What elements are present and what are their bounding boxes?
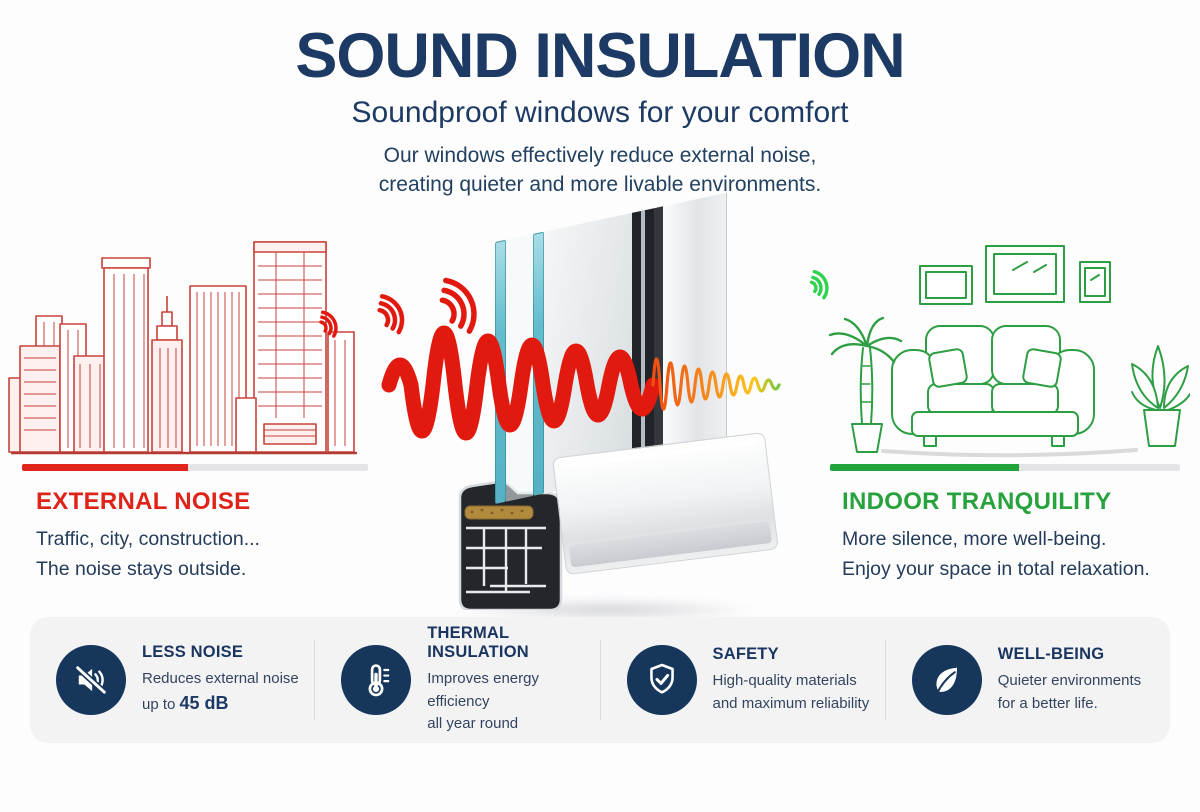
feature-title: LESS NOISE bbox=[142, 642, 244, 661]
feature-title: SAFETY bbox=[712, 645, 779, 663]
external-noise-bar bbox=[22, 464, 368, 471]
living-room-sketch bbox=[828, 245, 1190, 458]
green-sound-arcs-icon bbox=[809, 269, 829, 300]
features-panel: LESS NOISE Reduces external noise up to … bbox=[30, 617, 1170, 743]
sill-foot bbox=[568, 520, 772, 568]
header: SOUND INSULATION Soundproof windows for … bbox=[0, 0, 1200, 200]
external-noise-bar-fill bbox=[22, 464, 189, 471]
external-noise-heading: EXTERNAL NOISE bbox=[36, 488, 251, 515]
description-line-2: creating quieter and more livable enviro… bbox=[378, 172, 822, 196]
decibel-value: 45 dB bbox=[179, 693, 229, 714]
feature-line-1: Improves energy efficiency bbox=[427, 670, 539, 710]
page-subtitle: Soundproof windows for your comfort bbox=[351, 96, 849, 129]
sill-front-face bbox=[552, 431, 779, 576]
indoor-tranquility-bar bbox=[830, 464, 1180, 471]
frame-profile-cutaway bbox=[458, 480, 563, 610]
indoor-tranquility-line-1: More silence, more well-being. bbox=[842, 528, 1107, 550]
indoor-tranquility-heading: INDOOR TRANQUILITY bbox=[842, 488, 1112, 515]
feature-line-1: Quieter environments bbox=[997, 672, 1142, 689]
feature-thermal-insulation: THERMAL INSULATION Improves energy effic… bbox=[315, 617, 599, 743]
description-line-1: Our windows effectively reduce external … bbox=[383, 144, 817, 167]
feature-line-2: all year round bbox=[427, 715, 519, 733]
sound-wave-graphic bbox=[381, 325, 781, 441]
thermometer-icon bbox=[341, 645, 412, 715]
feature-line-2: for a better life. bbox=[997, 694, 1098, 712]
feature-less-noise: LESS NOISE Reduces external noise up to … bbox=[30, 617, 314, 743]
feature-title: THERMAL INSULATION bbox=[427, 624, 529, 662]
feature-line-1: Reduces external noise bbox=[142, 669, 299, 687]
feature-line-2: and maximum reliability bbox=[712, 694, 870, 712]
feature-line-1: High-quality materials bbox=[712, 672, 857, 689]
feature-safety: SAFETY High-quality materials and maximu… bbox=[601, 617, 885, 743]
panel-divider bbox=[599, 640, 601, 720]
shield-check-icon bbox=[626, 645, 697, 715]
panel-divider bbox=[884, 640, 886, 720]
feature-title: WELL-BEING bbox=[997, 645, 1105, 663]
leaf-icon bbox=[911, 645, 982, 715]
external-noise-caption: EXTERNAL NOISE Traffic, city, constructi… bbox=[36, 488, 456, 584]
red-sound-arcs-icon bbox=[319, 277, 477, 338]
page-title: SOUND INSULATION bbox=[295, 21, 905, 91]
indoor-tranquility-caption: INDOOR TRANQUILITY More silence, more we… bbox=[842, 488, 1200, 584]
feature-well-being: WELL-BEING Quieter environments for a be… bbox=[886, 617, 1170, 743]
muted-speaker-icon bbox=[56, 645, 126, 715]
city-skyline-sketch bbox=[8, 241, 358, 455]
indoor-tranquility-line-2: Enjoy your space in total relaxation. bbox=[842, 558, 1150, 581]
indoor-tranquility-bar-fill bbox=[830, 464, 1019, 471]
page-description: Our windows effectively reduce external … bbox=[0, 142, 1200, 200]
external-noise-line-1: Traffic, city, construction... bbox=[36, 528, 260, 550]
external-noise-line-2: The noise stays outside. bbox=[36, 558, 247, 581]
panel-divider bbox=[314, 640, 316, 720]
feature-line-2: up to 45 dB bbox=[142, 693, 229, 714]
